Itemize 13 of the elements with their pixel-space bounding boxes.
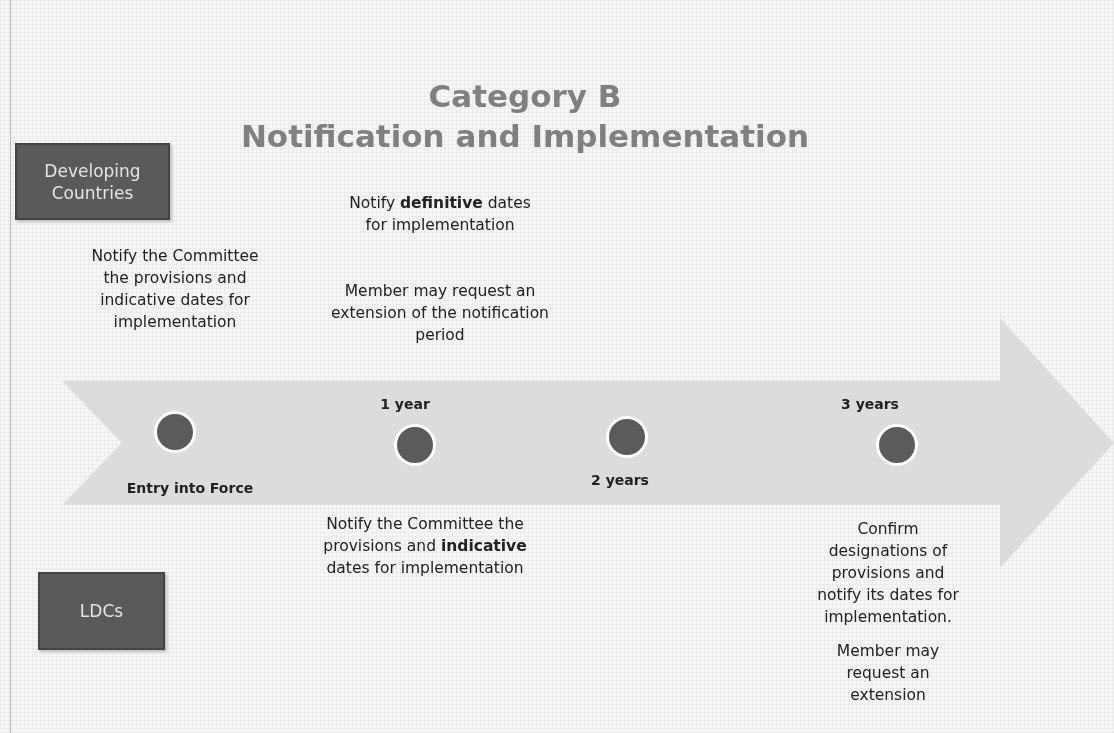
category-box: LDCs (38, 572, 165, 650)
note-text: Member may request an extension (835, 641, 941, 706)
title: Category B Notification and Implementation (239, 77, 811, 156)
note-text: Notify the Committee the provisions and indicative dates for implementation (90, 246, 260, 333)
note-text: Confirm designations of provisions and notify its dates for implementation. (816, 519, 960, 628)
note-text: Notify definitive dates for implementation (348, 193, 532, 236)
category-box: Developing Countries (15, 143, 170, 220)
milestone-label: 2 years (590, 472, 650, 488)
note-text: Notify the Committee the provisions and indicative dates for implementation (322, 514, 528, 579)
milestone-label: Entry into Force (125, 480, 255, 496)
note-text: Member may request an extension of the notification period (330, 281, 550, 346)
milestone-label: 1 year (379, 396, 431, 412)
milestone-label: 3 years (840, 396, 900, 412)
